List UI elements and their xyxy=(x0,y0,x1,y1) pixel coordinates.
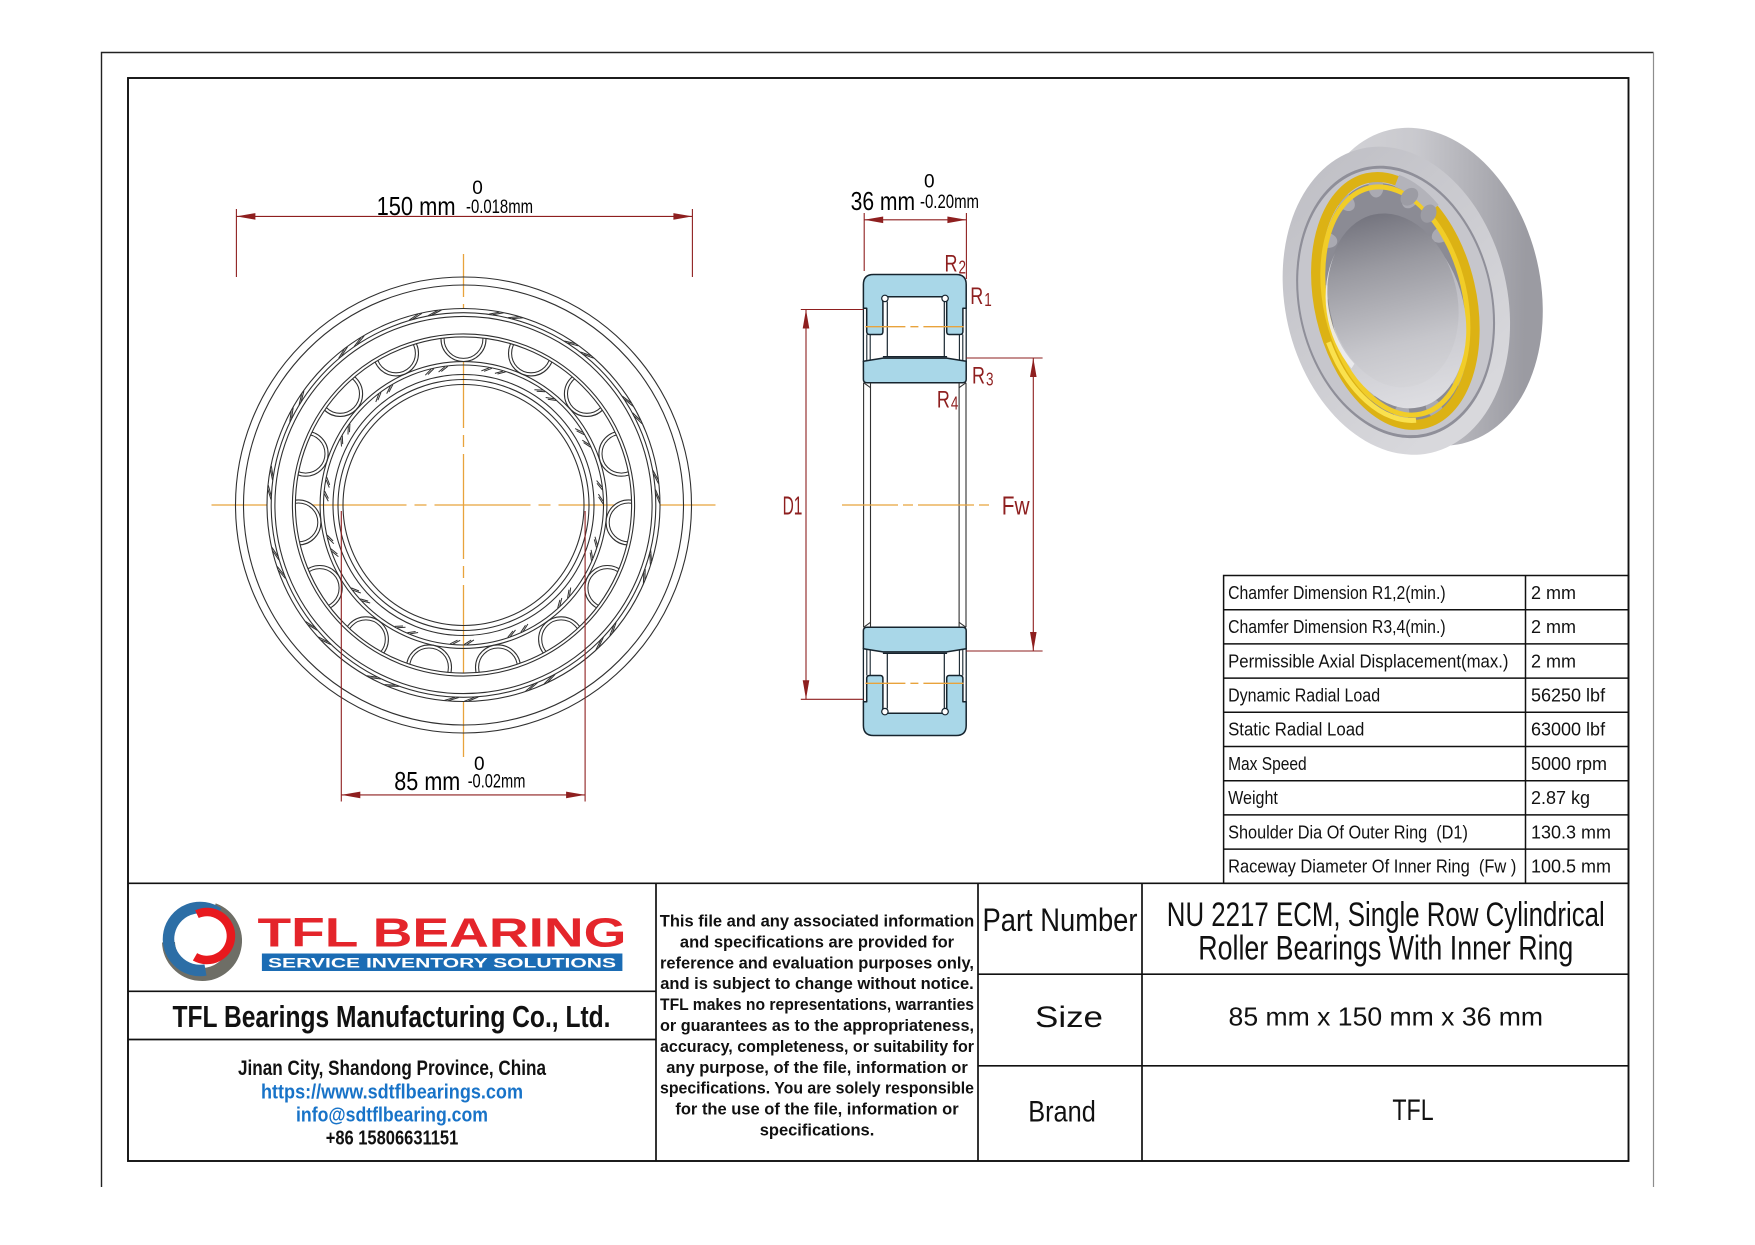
svg-text:specifications.: specifications. xyxy=(760,1122,875,1140)
svg-text:130.3 mm: 130.3 mm xyxy=(1531,822,1611,842)
svg-text:-0.20mm: -0.20mm xyxy=(920,192,979,213)
svg-text:56250 lbf: 56250 lbf xyxy=(1531,686,1606,706)
svg-text:TFL makes no representations,: TFL makes no representations, warranties xyxy=(660,996,974,1014)
svg-text:any purpose, of the file, info: any purpose, of the file, information or xyxy=(666,1059,968,1077)
svg-text:for the use of the file, infor: for the use of the file, information or xyxy=(675,1101,959,1119)
svg-text:0: 0 xyxy=(472,178,483,199)
svg-text:1: 1 xyxy=(984,290,992,310)
svg-text:85 mm x 150 mm x 36 mm: 85 mm x 150 mm x 36 mm xyxy=(1229,1002,1544,1032)
svg-text:Dynamic Radial Load: Dynamic Radial Load xyxy=(1228,686,1380,706)
svg-text:Size: Size xyxy=(1035,1001,1103,1034)
svg-text:2 mm: 2 mm xyxy=(1531,583,1576,603)
svg-text:63000 lbf: 63000 lbf xyxy=(1531,720,1606,740)
svg-text:or guarantees as to the approp: or guarantees as to the appropriateness, xyxy=(660,1017,974,1035)
svg-text:and specifications are provide: and specifications are provided for xyxy=(680,933,955,951)
svg-text:Weight: Weight xyxy=(1228,788,1278,808)
svg-text:4: 4 xyxy=(951,394,959,414)
svg-text:Part Number: Part Number xyxy=(983,902,1138,938)
svg-text:Raceway Diameter Of Inner Ring: Raceway Diameter Of Inner Ring (Fw ) xyxy=(1228,857,1516,877)
svg-text:TFL: TFL xyxy=(1392,1094,1433,1127)
svg-text:Brand: Brand xyxy=(1028,1096,1096,1129)
svg-text:TFL BEARING: TFL BEARING xyxy=(258,910,627,956)
svg-text:-0.02mm: -0.02mm xyxy=(468,772,526,793)
svg-text:SERVICE INVENTORY SOLUTIONS: SERVICE INVENTORY SOLUTIONS xyxy=(268,956,616,971)
svg-text:specifications. You are solel: specifications. You are solely responsib… xyxy=(660,1080,974,1098)
svg-text:https://www.sdtflbearings.com: https://www.sdtflbearings.com xyxy=(261,1082,523,1104)
svg-text:+86 15806631151: +86 15806631151 xyxy=(326,1128,459,1150)
svg-text:R: R xyxy=(970,283,983,310)
svg-text:36 mm: 36 mm xyxy=(851,186,916,216)
svg-text:-0.018mm: -0.018mm xyxy=(466,197,533,218)
svg-text:Roller Bearings With Inner Rin: Roller Bearings With Inner Ring xyxy=(1198,930,1573,968)
svg-text:3: 3 xyxy=(986,370,994,390)
svg-text:2 mm: 2 mm xyxy=(1531,617,1576,637)
svg-text:NU 2217 ECM, Single Row Cylind: NU 2217 ECM, Single Row Cylindrical xyxy=(1167,896,1605,934)
svg-text:reference and evaluation purpo: reference and evaluation purposes only, xyxy=(660,954,974,972)
svg-text:Jinan City, Shandong Province,: Jinan City, Shandong Province, China xyxy=(238,1057,546,1080)
svg-text:Permissible Axial Displacement: Permissible Axial Displacement(max.) xyxy=(1228,651,1508,671)
svg-text:This file and any associated i: This file and any associated information xyxy=(660,913,974,931)
svg-text:R: R xyxy=(945,251,958,278)
svg-text:TFL Bearings Manufacturing Co.: TFL Bearings Manufacturing Co., Ltd. xyxy=(173,999,611,1034)
svg-text:Max Speed: Max Speed xyxy=(1228,754,1307,774)
svg-text:2 mm: 2 mm xyxy=(1531,651,1576,671)
svg-text:D1: D1 xyxy=(783,491,803,521)
svg-text:85 mm: 85 mm xyxy=(394,766,460,796)
svg-text:0: 0 xyxy=(924,172,935,193)
svg-text:Shoulder Dia Of Outer Ring (D: Shoulder Dia Of Outer Ring (D1) xyxy=(1228,822,1468,842)
svg-text:and is subject to change witho: and is subject to change without notice. xyxy=(660,975,974,993)
svg-text:2.87 kg: 2.87 kg xyxy=(1531,788,1590,808)
svg-text:Fw: Fw xyxy=(1002,491,1030,521)
svg-text:2: 2 xyxy=(959,258,967,278)
svg-text:5000 rpm: 5000 rpm xyxy=(1531,754,1607,774)
svg-text:accuracy, completeness, or sui: accuracy, completeness, or suitability f… xyxy=(660,1038,975,1056)
svg-text:Chamfer Dimension R3,4(min.): Chamfer Dimension R3,4(min.) xyxy=(1228,617,1446,637)
svg-text:R: R xyxy=(972,363,985,390)
svg-text:100.5 mm: 100.5 mm xyxy=(1531,857,1611,877)
svg-text:R: R xyxy=(937,387,950,414)
svg-text:info@sdtflbearing.com: info@sdtflbearing.com xyxy=(296,1105,488,1127)
svg-text:150 mm: 150 mm xyxy=(377,191,456,221)
svg-text:Chamfer Dimension R1,2(min.): Chamfer Dimension R1,2(min.) xyxy=(1228,583,1446,603)
svg-text:Static Radial Load: Static Radial Load xyxy=(1228,720,1364,740)
